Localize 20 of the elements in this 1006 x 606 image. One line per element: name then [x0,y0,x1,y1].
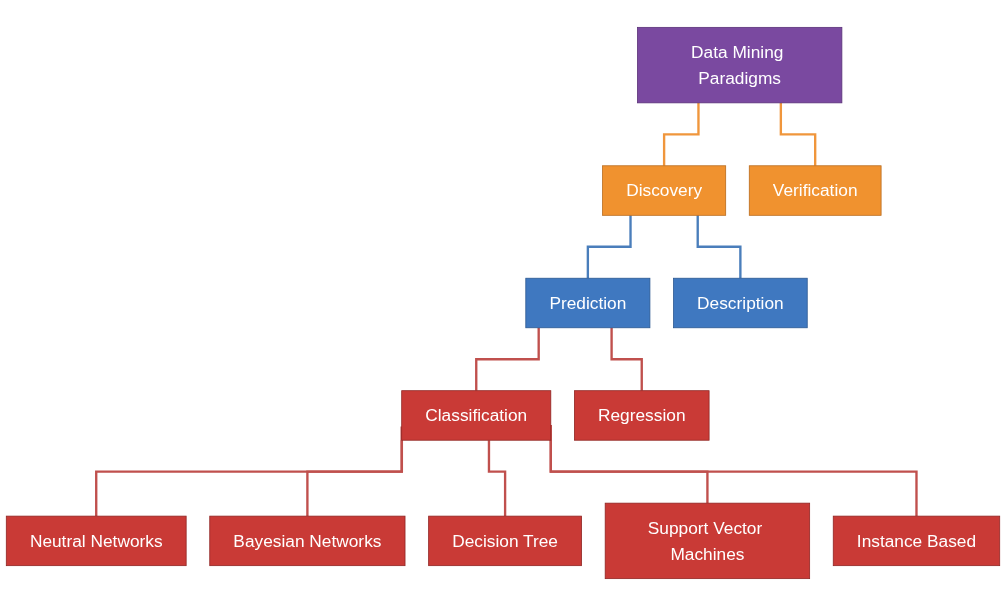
connector [487,440,507,518]
connector [306,440,404,518]
node-box: Support Vector Machines [604,502,811,580]
connector [610,327,643,392]
node-box: Prediction [525,277,651,329]
node-box: Verification [748,165,882,216]
node-box: Bayesian Networks [209,515,406,567]
node-box: Decision Tree [428,515,582,567]
connector [662,102,700,167]
node-box: Neutral Networks [5,515,187,567]
connector [586,215,632,280]
node-box: Discovery [602,165,727,216]
node-box: Regression [574,390,710,441]
node-box: Instance Based [832,515,1001,567]
node-box: Classification [401,390,552,441]
connector [696,215,742,280]
node-box: Data Mining Paradigms [637,26,843,104]
node-box: Description [673,277,808,329]
connector [779,102,817,167]
connector [475,327,540,392]
